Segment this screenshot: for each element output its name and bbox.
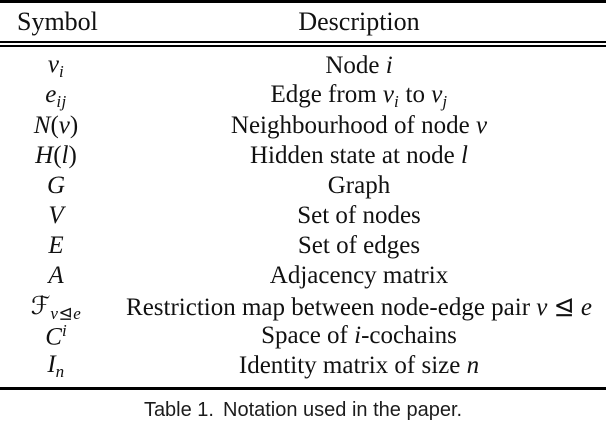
math-part: i <box>385 52 393 80</box>
math-part: n <box>466 352 480 380</box>
table-row: G Graph <box>0 171 606 201</box>
description-cell: Edge from vi to vj <box>112 81 606 112</box>
math-part: ( <box>53 142 62 169</box>
symbol-cell: ℱv⊴e <box>0 291 112 324</box>
math-part: ℱ <box>30 291 51 320</box>
table-row: vi Node i <box>0 51 606 81</box>
math-part: Restriction map between node-edge pair <box>126 294 537 322</box>
math-part: Identity matrix of size <box>238 352 467 380</box>
math-part: v <box>58 112 70 139</box>
symbol-cell: vi <box>0 51 112 82</box>
table-caption: Table 1. Notation used in the paper. <box>0 399 606 422</box>
math-part: G <box>46 172 66 199</box>
header-description: Description <box>298 7 420 36</box>
symbol-cell: eij <box>0 81 112 112</box>
math-part: j <box>442 91 448 111</box>
table-bottom-rule <box>0 387 606 390</box>
math-part: ( <box>50 112 59 139</box>
caption-label: Table 1. <box>143 399 214 421</box>
symbol-cell: V <box>0 202 112 230</box>
math-part: H <box>35 142 54 169</box>
math-part: A <box>48 262 64 289</box>
math-part: Edge from <box>270 81 383 108</box>
math-part: v <box>382 81 395 108</box>
table-row: In Identity matrix of size n <box>0 351 606 381</box>
math-part: C <box>45 323 62 351</box>
description-cell: Adjacency matrix <box>112 262 606 290</box>
math-part: v <box>475 112 488 139</box>
table-body: vi Node i eij Edge from vi to vj N(v) Ne… <box>0 47 606 387</box>
header-symbol: Symbol <box>17 7 98 36</box>
symbol-cell: A <box>0 262 112 290</box>
math-part: n <box>55 361 65 381</box>
symbol-cell: N(v) <box>0 112 112 140</box>
description-cell: Identity matrix of size n <box>112 352 606 380</box>
math-part: ij <box>56 91 67 111</box>
math-part: i <box>394 91 400 111</box>
math-part: V <box>48 202 64 229</box>
description-cell: Node i <box>112 52 606 80</box>
math-part: to <box>399 81 432 108</box>
math-part: Adjacency matrix <box>269 262 449 289</box>
symbol-cell: In <box>0 351 112 382</box>
description-cell: Set of nodes <box>112 202 606 230</box>
math-part: v <box>47 51 59 78</box>
table-row: E Set of edges <box>0 231 606 261</box>
math-part: v <box>431 81 443 108</box>
description-cell: Hidden state at node l <box>112 142 606 170</box>
table-top-rule <box>0 0 606 3</box>
math-part: v <box>536 294 548 322</box>
math-part: l <box>61 142 69 169</box>
table-header-row: Symbol Description <box>0 3 606 41</box>
math-part: ) <box>68 142 77 169</box>
math-part: E <box>48 232 64 259</box>
math-part: ⊴ <box>547 294 581 322</box>
math-part: l <box>461 142 468 169</box>
table-row: H(l) Hidden state at node l <box>0 141 606 171</box>
symbol-cell: E <box>0 232 112 260</box>
math-part: Set of edges <box>297 232 421 259</box>
table-row: ℱv⊴e Restriction map between node-edge p… <box>0 291 606 324</box>
table-row: N(v) Neighbourhood of node v <box>0 111 606 141</box>
symbol-cell: H(l) <box>0 142 112 170</box>
table-row: eij Edge from vi to vj <box>0 81 606 111</box>
math-part: Node <box>325 52 386 80</box>
math-part: Neighbourhood of node <box>230 112 476 139</box>
math-part: i <box>61 321 67 340</box>
description-cell: Restriction map between node-edge pair v… <box>112 292 606 322</box>
math-part: e <box>580 294 592 322</box>
math-part: N <box>33 112 51 139</box>
math-part: I <box>47 351 56 378</box>
table-row: Ci Space of i-cochains <box>0 321 606 351</box>
caption-text: Notation used in the paper. <box>223 399 463 421</box>
table-row: A Adjacency matrix <box>0 261 606 291</box>
header-double-rule <box>0 41 606 47</box>
description-cell: Neighbourhood of node v <box>112 112 606 140</box>
description-cell: Space of i-cochains <box>112 322 606 350</box>
math-part: i <box>354 322 362 350</box>
symbol-cell: Ci <box>0 321 112 352</box>
math-part: Graph <box>327 172 391 199</box>
math-part: e <box>45 81 57 108</box>
description-cell: Graph <box>112 172 606 200</box>
math-part: ) <box>69 112 79 139</box>
math-part: -cochains <box>361 322 457 350</box>
math-part: Space of <box>261 322 355 350</box>
table-row: V Set of nodes <box>0 201 606 231</box>
math-part: Set of nodes <box>297 202 421 229</box>
math-part: Hidden state at node <box>249 142 462 169</box>
symbol-cell: G <box>0 172 112 200</box>
math-part: v⊴e <box>50 303 82 323</box>
description-cell: Set of edges <box>112 232 606 260</box>
math-part: i <box>58 61 65 81</box>
